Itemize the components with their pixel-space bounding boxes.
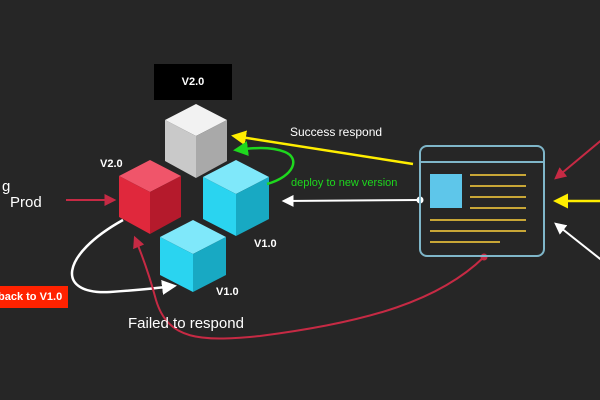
incoming-arrow-white-right bbox=[554, 222, 600, 261]
deploy-arrow bbox=[233, 141, 295, 186]
success-arrow bbox=[231, 130, 414, 166]
rollback-arrow bbox=[70, 218, 177, 295]
cube-cyan-bottom bbox=[160, 220, 226, 292]
failed-label: Failed to respond bbox=[128, 315, 244, 332]
left-text-line1: g bbox=[2, 178, 11, 195]
red-cube-version-label: V2.0 bbox=[100, 158, 123, 170]
top-version-tag: V2.0 bbox=[154, 64, 232, 100]
route-arrow-white bbox=[281, 194, 421, 207]
cube-red-v2 bbox=[119, 160, 181, 234]
rollback-label: back to V1.0 bbox=[0, 286, 69, 308]
incoming-arrow-red-right bbox=[554, 140, 600, 180]
cube-gray-v2 bbox=[165, 104, 227, 178]
left-text-line2: Prod bbox=[10, 194, 42, 211]
failed-arrow bbox=[133, 235, 485, 340]
cube-cyan-right bbox=[203, 160, 269, 236]
cyan-right-version-label: V1.0 bbox=[254, 238, 277, 250]
browser-panel bbox=[419, 145, 545, 257]
cyan-bottom-version-label: V1.0 bbox=[216, 286, 239, 298]
success-label: Success respond bbox=[290, 125, 383, 139]
deploy-label: deploy to new version bbox=[291, 177, 398, 189]
panel-image bbox=[430, 174, 462, 208]
